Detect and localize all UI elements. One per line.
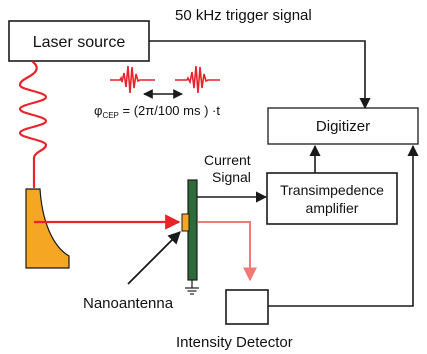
pulse-right (175, 65, 220, 94)
current-signal-label-line1: Current (204, 152, 251, 168)
trigger-signal-label: 50 kHz trigger signal (175, 7, 312, 24)
cep-formula: φCEP = (2π/100 ms ) ·t (94, 103, 220, 120)
antenna-element (181, 213, 190, 232)
laser-beam-wave (18, 60, 48, 189)
nanoantenna-pointer (127, 231, 181, 285)
pulse-train (110, 65, 220, 99)
nanoantenna-label: Nanoantenna (83, 295, 174, 312)
laser-source-box: Laser source (8, 20, 150, 62)
ground-icon (185, 287, 199, 295)
pulse-left (110, 65, 155, 94)
detector-to-digitizer-path (268, 144, 419, 307)
amplifier-label-line2: amplifier (306, 200, 359, 216)
nanoantenna-chip (181, 179, 199, 295)
digitizer-box: Digitizer (267, 107, 419, 145)
trigger-signal-path (149, 40, 371, 110)
transmitted-beam (198, 221, 257, 282)
parabolic-mirror (25, 188, 70, 269)
intensity-detector-label: Intensity Detector (176, 334, 293, 351)
amplifier-label-line1: Transimpedence (280, 182, 384, 198)
current-signal-label-line2: Signal (212, 169, 251, 185)
amplifier-box: Transimpedence amplifier (266, 172, 398, 225)
intensity-detector-box (225, 289, 269, 325)
digitizer-label: Digitizer (316, 118, 370, 135)
laser-source-label: Laser source (33, 34, 126, 51)
